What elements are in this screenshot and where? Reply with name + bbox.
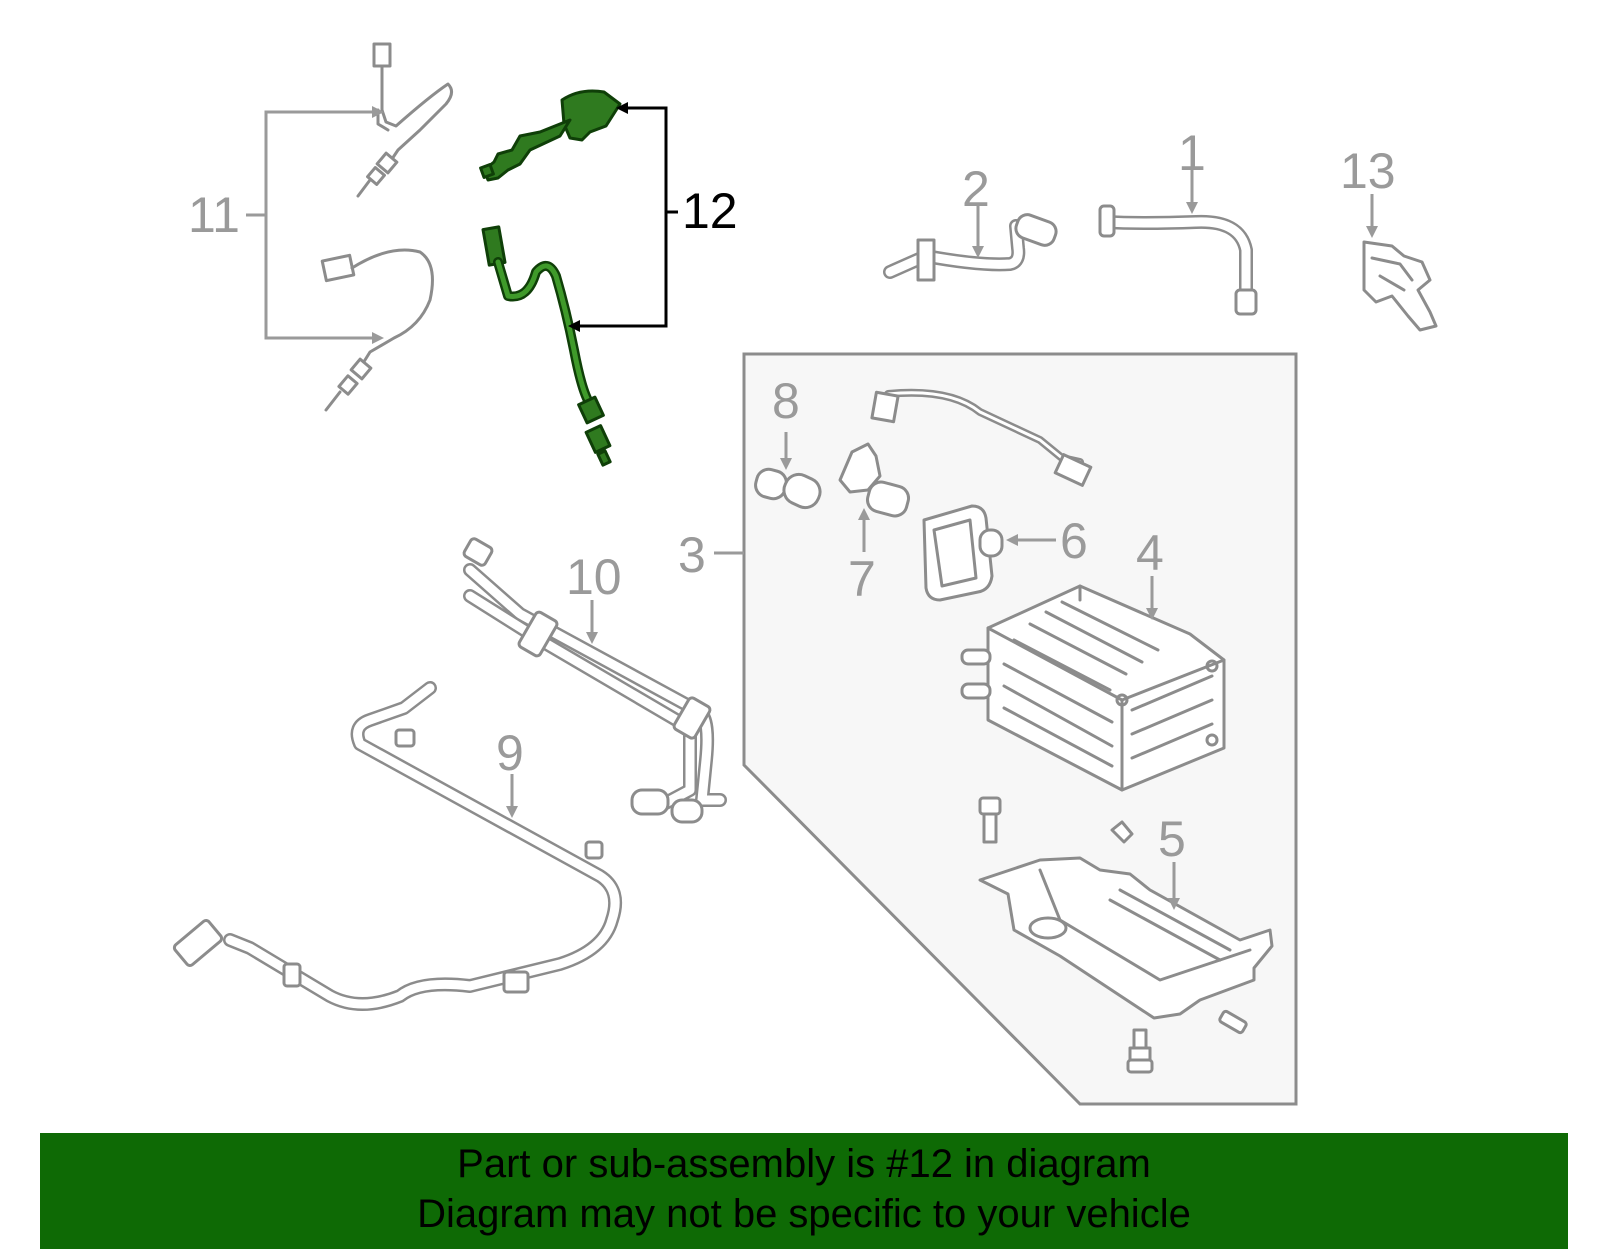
part-13-bracket bbox=[1362, 240, 1438, 332]
part-6-filter bbox=[922, 504, 1004, 602]
info-banner: Part or sub-assembly is #12 in diagram D… bbox=[40, 1133, 1568, 1249]
banner-line-2: Diagram may not be specific to your vehi… bbox=[417, 1192, 1191, 1236]
callout-11: 11 bbox=[188, 187, 240, 243]
group-3-wire-harness bbox=[870, 388, 1093, 487]
parts-diagram: 11 12 2 1 13 bbox=[172, 42, 1438, 1106]
part-12-oxygen-sensors bbox=[479, 89, 622, 467]
shield-fasteners bbox=[978, 796, 1248, 1074]
part-7-valve bbox=[838, 442, 911, 518]
callout-8: 8 bbox=[772, 373, 800, 429]
part-2-hose bbox=[883, 213, 1058, 282]
part-1-hose bbox=[1098, 204, 1258, 316]
callout-4: 4 bbox=[1136, 525, 1164, 581]
leader-12 bbox=[580, 106, 678, 328]
part-8-elbow bbox=[754, 467, 822, 510]
callout-1: 1 bbox=[1178, 125, 1206, 181]
callout-2: 2 bbox=[962, 161, 990, 217]
part-11-oxygen-sensors bbox=[320, 42, 453, 412]
part-10-tube-assembly bbox=[462, 537, 727, 824]
callout-7: 7 bbox=[848, 551, 876, 607]
callout-9: 9 bbox=[496, 725, 524, 781]
callout-6: 6 bbox=[1060, 513, 1088, 569]
callout-3: 3 bbox=[678, 527, 706, 583]
callout-13: 13 bbox=[1340, 143, 1396, 199]
leader-11 bbox=[246, 110, 372, 340]
part-9-hose bbox=[172, 681, 622, 1011]
callout-5: 5 bbox=[1158, 811, 1186, 867]
banner-line-1: Part or sub-assembly is #12 in diagram bbox=[457, 1142, 1151, 1186]
part-5-shield bbox=[978, 856, 1274, 1020]
callout-10: 10 bbox=[566, 549, 622, 605]
callout-12: 12 bbox=[682, 183, 738, 239]
part-4-canister bbox=[960, 584, 1226, 792]
